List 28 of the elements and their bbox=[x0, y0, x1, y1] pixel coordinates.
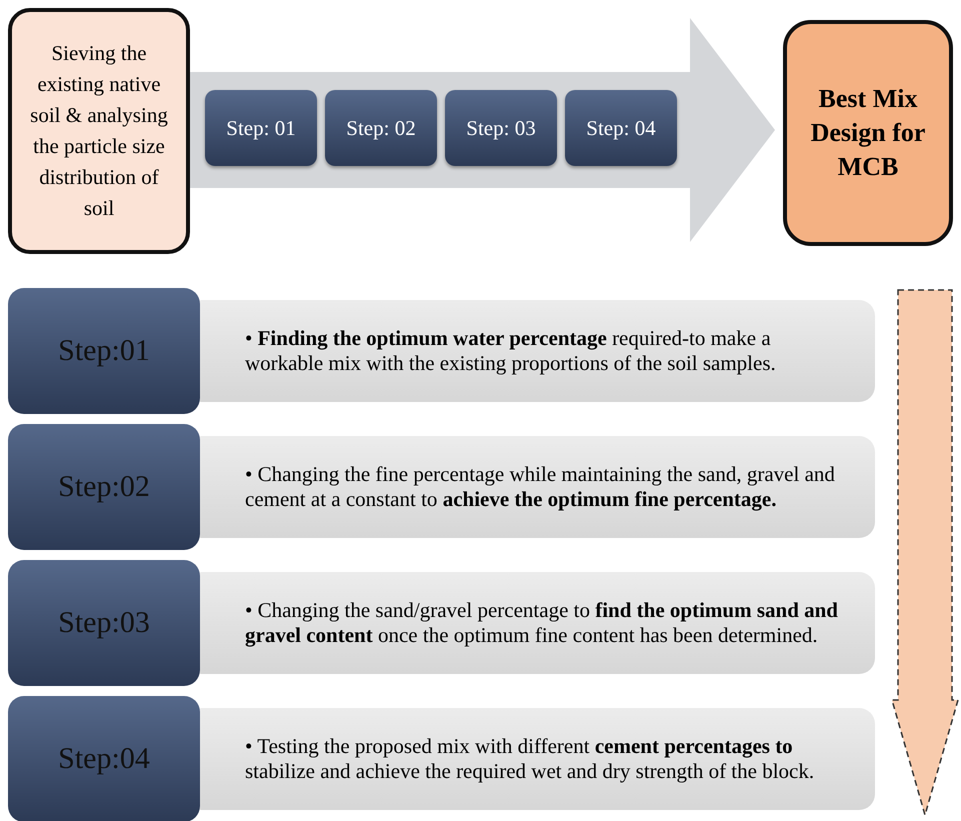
step-box bbox=[205, 90, 317, 166]
node-label: Step:04 bbox=[58, 742, 150, 776]
description-panel bbox=[200, 300, 875, 402]
node-label: Step:02 bbox=[58, 470, 150, 504]
node-label: Step: 04 bbox=[586, 116, 656, 140]
node-label: Step: 03 bbox=[466, 116, 536, 140]
step-box bbox=[8, 288, 200, 414]
description-panel bbox=[200, 572, 875, 674]
step-box bbox=[8, 424, 200, 550]
step-box bbox=[565, 90, 677, 166]
node-label: Sieving the existing native soil & analysing the particle size distribution of soil bbox=[29, 40, 169, 222]
result-box bbox=[783, 20, 953, 246]
node-label: Step:01 bbox=[58, 334, 150, 368]
node-label: Best Mix Design for MCB bbox=[810, 83, 926, 183]
description-panel bbox=[200, 708, 875, 810]
description-panel bbox=[200, 436, 875, 538]
node-label: Step:03 bbox=[58, 606, 150, 640]
step-box bbox=[8, 560, 200, 686]
step-description: • Changing the fine percentage while maintaining the sand, gravel and cement at a constant to achieve the optimum fine percentage. bbox=[245, 462, 836, 512]
step-description: • Finding the optimum water percentage required-to make a workable mix with the existing proportions of the soil samples. bbox=[245, 326, 777, 376]
node-label: Step: 02 bbox=[346, 116, 416, 140]
node-label: Step: 01 bbox=[226, 116, 296, 140]
step-description: • Testing the proposed mix with different cement percentages to stabilize and achieve the required wet and dry strength of the block. bbox=[245, 734, 816, 784]
step-box bbox=[445, 90, 557, 166]
step-box bbox=[325, 90, 437, 166]
step-description: • Changing the sand/gravel percentage to find the optimum sand and gravel content once the optimum fine content has been determined. bbox=[245, 598, 839, 648]
process-box bbox=[8, 8, 190, 254]
step-box bbox=[8, 696, 200, 821]
